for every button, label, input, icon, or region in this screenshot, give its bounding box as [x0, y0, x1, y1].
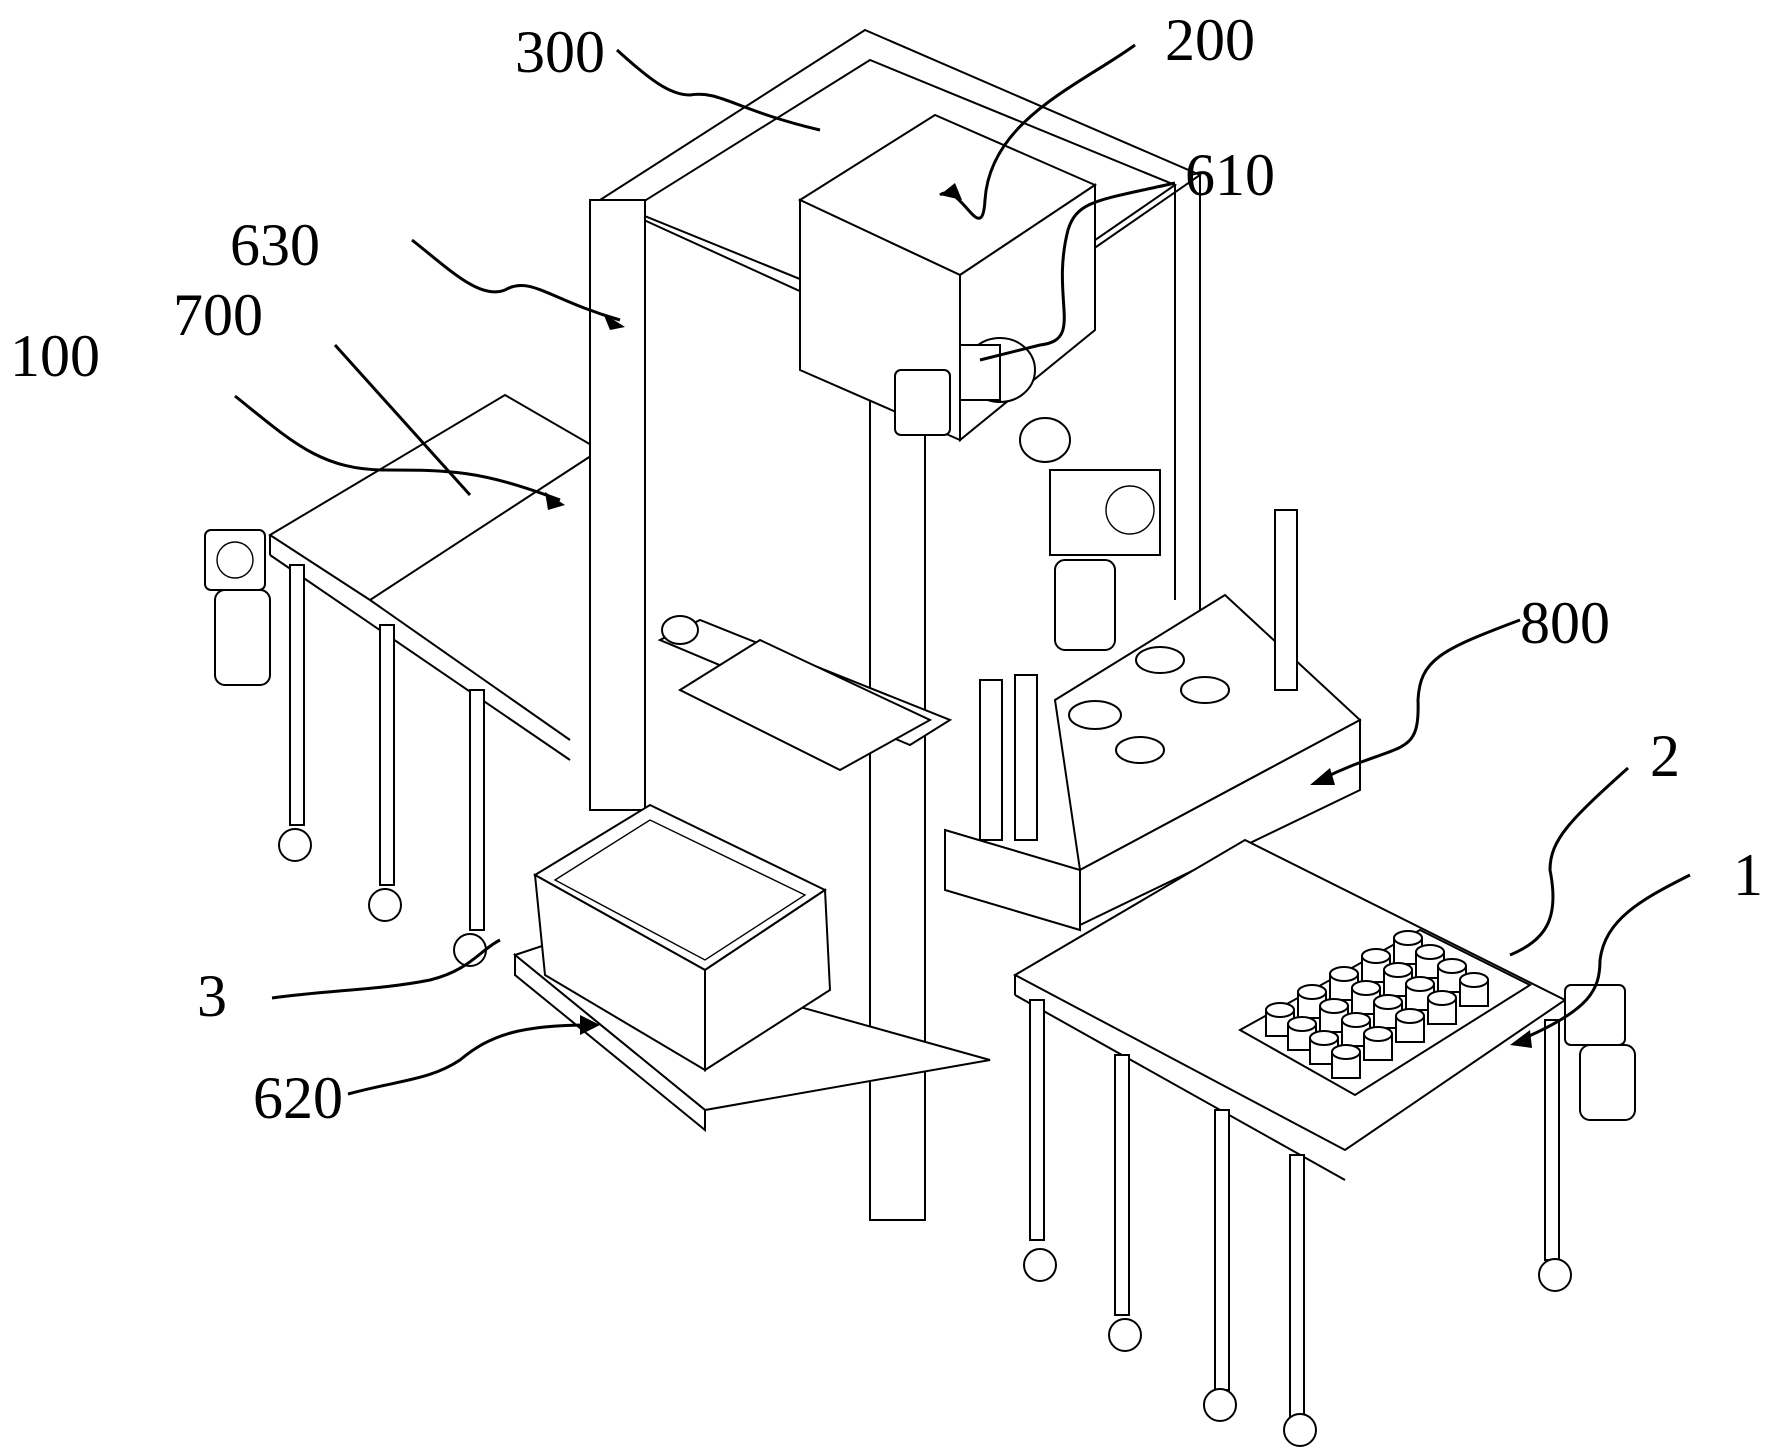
cylinder-tray — [1237, 928, 1533, 1097]
arrow-200 — [940, 183, 962, 200]
cylinder-top — [1459, 972, 1489, 988]
cylinder-top — [1329, 966, 1359, 982]
bin — [533, 803, 832, 1072]
cylinder-top — [1309, 1030, 1339, 1046]
cylinder-top — [1341, 1012, 1371, 1028]
label-800: 800 — [1520, 590, 1610, 656]
arrow-620 — [580, 1015, 600, 1035]
cylinder-top — [1395, 1008, 1425, 1024]
leader-lines — [234, 43, 1691, 1096]
tray-station — [944, 509, 1362, 932]
arrow-700 — [545, 492, 565, 510]
label-1: 1 — [1733, 842, 1763, 908]
label-700: 700 — [173, 282, 263, 348]
station-cups — [1068, 646, 1230, 764]
left-conveyor — [204, 393, 602, 967]
cylinder-top — [1437, 958, 1467, 974]
label-620: 620 — [253, 1065, 343, 1131]
cylinder-top — [1415, 944, 1445, 960]
cylinder-top — [1383, 962, 1413, 978]
crossbar-roller — [657, 615, 953, 772]
cylinder-top — [1427, 990, 1457, 1006]
cylinder-top — [1373, 994, 1403, 1010]
left-conveyor-motor — [204, 529, 271, 686]
right-conveyor-motor — [1564, 984, 1636, 1121]
cylinder-top — [1351, 980, 1381, 996]
cylinder-top — [1319, 998, 1349, 1014]
label-630: 630 — [230, 212, 320, 278]
cylinder-top — [1297, 984, 1327, 1000]
label-3: 3 — [197, 963, 227, 1029]
label-300: 300 — [515, 19, 605, 85]
reference-labels: 300 200 610 630 700 100 800 2 1 3 620 — [10, 7, 1763, 1131]
leader-arrows — [545, 183, 1532, 1048]
cylinder-top — [1331, 1044, 1361, 1060]
motor — [894, 337, 1036, 436]
arrow-800 — [1310, 768, 1335, 785]
right-conveyor-casters — [1023, 1248, 1572, 1447]
arrow-1 — [1510, 1030, 1532, 1048]
label-2: 2 — [1650, 723, 1680, 789]
label-610: 610 — [1185, 142, 1275, 208]
left-conveyor-casters — [278, 828, 487, 967]
label-200: 200 — [1165, 7, 1255, 73]
cylinder-top — [1393, 930, 1423, 946]
right-conveyor — [1012, 838, 1636, 1447]
cylinder-top — [1363, 1026, 1393, 1042]
label-100: 100 — [10, 323, 100, 389]
cylinder-top — [1405, 976, 1435, 992]
left-conveyor-legs — [289, 564, 485, 931]
cylinder-top — [1265, 1002, 1295, 1018]
gearbox — [1019, 417, 1161, 651]
cylinders — [1265, 930, 1489, 1079]
arrow-630 — [603, 313, 625, 330]
cylinder-top — [1287, 1016, 1317, 1032]
cylinder-top — [1361, 948, 1391, 964]
